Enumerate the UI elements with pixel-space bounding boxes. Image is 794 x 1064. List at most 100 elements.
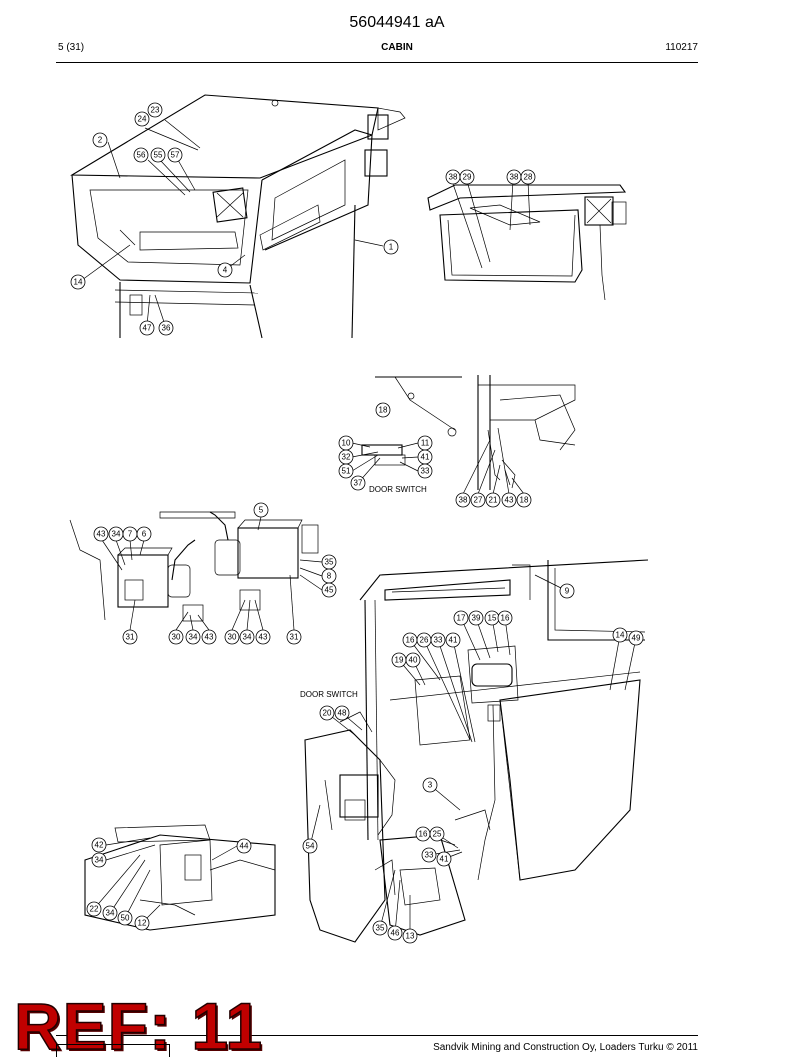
svg-text:5: 5	[259, 506, 264, 515]
callout: 20	[319, 705, 335, 721]
svg-text:34: 34	[189, 633, 198, 642]
svg-text:32: 32	[342, 453, 351, 462]
callout: 30	[224, 629, 240, 645]
svg-text:14: 14	[74, 278, 83, 287]
svg-text:33: 33	[425, 851, 434, 860]
svg-text:50: 50	[121, 914, 130, 923]
svg-text:47: 47	[143, 324, 152, 333]
svg-text:51: 51	[342, 467, 351, 476]
door-switch-label: DOOR SWITCH	[369, 485, 427, 494]
svg-text:40: 40	[409, 656, 418, 665]
svg-text:46: 46	[391, 929, 400, 938]
callout: 38	[455, 492, 471, 508]
callout: 15	[484, 610, 500, 626]
page-number: 5 (31)	[58, 42, 85, 53]
svg-text:48: 48	[338, 709, 347, 718]
svg-text:31: 31	[290, 633, 299, 642]
callout: 40	[405, 652, 421, 668]
callout: 23	[147, 102, 163, 118]
callout: 36	[158, 320, 174, 336]
callout: 13	[402, 928, 418, 944]
section-title: CABIN	[381, 42, 413, 53]
svg-text:8: 8	[327, 572, 332, 581]
cabin-roof-view	[70, 94, 406, 339]
callout: 41	[436, 851, 452, 867]
svg-text:55: 55	[154, 151, 163, 160]
svg-text:56: 56	[137, 151, 146, 160]
svg-text:7: 7	[128, 530, 133, 539]
joystick-console-view	[69, 511, 323, 631]
svg-text:1: 1	[389, 243, 394, 252]
svg-text:42: 42	[95, 841, 104, 850]
svg-text:31: 31	[126, 633, 135, 642]
svg-text:24: 24	[138, 115, 147, 124]
svg-text:11: 11	[421, 439, 430, 448]
callout: 41	[445, 632, 461, 648]
callout: 21	[485, 492, 501, 508]
callout: 34	[102, 905, 118, 921]
callout: 12	[134, 915, 150, 931]
callout: 44	[236, 838, 252, 854]
callouts-door-frame-detail: 38 27 21 43 18	[455, 492, 532, 508]
callout: 24	[134, 111, 150, 127]
svg-text:6: 6	[142, 530, 147, 539]
svg-text:39: 39	[472, 614, 481, 623]
svg-text:3: 3	[428, 781, 433, 790]
callout: 28	[520, 169, 536, 185]
callout: 22	[86, 901, 102, 917]
svg-text:34: 34	[95, 856, 104, 865]
svg-text:44: 44	[240, 842, 249, 851]
callout: 16	[415, 826, 431, 842]
callout: 4	[217, 262, 233, 278]
svg-text:17: 17	[457, 614, 466, 623]
callout: 11	[417, 435, 433, 451]
callout: 45	[321, 582, 337, 598]
callout: 31	[286, 629, 302, 645]
svg-text:35: 35	[376, 924, 385, 933]
door-frame-detail-view	[462, 375, 576, 495]
callout: 9	[559, 583, 575, 599]
svg-text:16: 16	[501, 614, 510, 623]
callout: 10	[338, 435, 354, 451]
callout: 18	[516, 492, 532, 508]
svg-text:25: 25	[433, 830, 442, 839]
callout: 46	[387, 925, 403, 941]
callout: 55	[150, 147, 166, 163]
callout: 18	[375, 402, 391, 418]
callout: 35	[372, 920, 388, 936]
callout: 34	[239, 629, 255, 645]
callout: 6	[136, 526, 152, 542]
callout: 51	[338, 463, 354, 479]
callout: 25	[429, 826, 445, 842]
callout: 43	[201, 629, 217, 645]
callout: 2	[92, 132, 108, 148]
svg-text:30: 30	[228, 633, 237, 642]
callout: 14	[70, 274, 86, 290]
callout: 31	[122, 629, 138, 645]
callout: 43	[255, 629, 271, 645]
callout: 5	[253, 502, 269, 518]
svg-text:33: 33	[421, 467, 430, 476]
callout: 16	[497, 610, 513, 626]
callout: 35	[321, 554, 337, 570]
svg-text:15: 15	[488, 614, 497, 623]
svg-text:41: 41	[421, 453, 430, 462]
callout: 27	[470, 492, 486, 508]
svg-text:14: 14	[616, 631, 625, 640]
svg-text:38: 38	[459, 496, 468, 505]
svg-text:23: 23	[151, 106, 160, 115]
document-number: 56044941 aA	[349, 14, 445, 31]
callout: 38	[445, 169, 461, 185]
callout: 42	[91, 837, 107, 853]
callout: 19	[391, 652, 407, 668]
callouts-door-switch-bracket: 18 10 32 51 37 11 41 33	[338, 402, 433, 491]
svg-text:18: 18	[379, 406, 388, 415]
callout: 33	[430, 632, 446, 648]
callout: 48	[334, 705, 350, 721]
callout: 56	[133, 147, 149, 163]
svg-text:49: 49	[632, 634, 641, 643]
callout: 33	[417, 463, 433, 479]
svg-text:37: 37	[354, 479, 363, 488]
svg-text:9: 9	[565, 587, 570, 596]
